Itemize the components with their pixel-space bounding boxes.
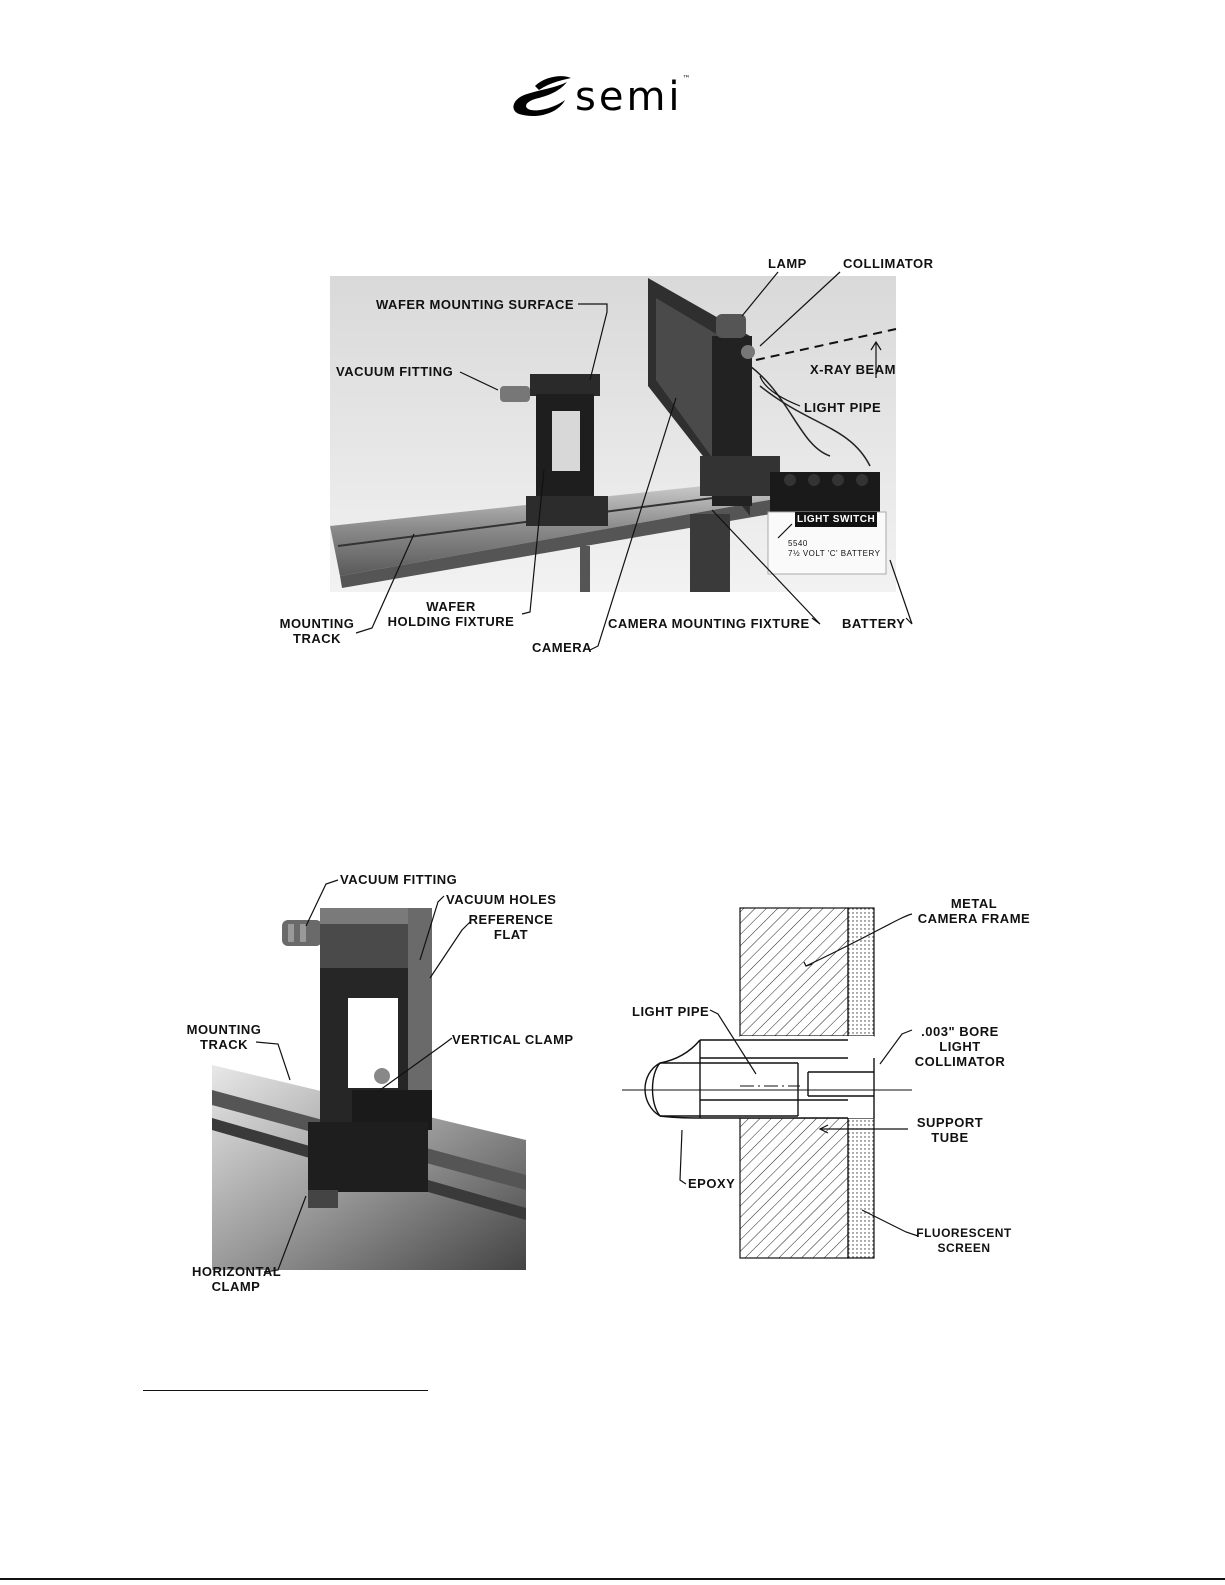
logo-trademark: ™ [682, 74, 694, 83]
fixture-mounting-line1: MOUNTING [186, 1022, 262, 1037]
page-bottom-border [0, 1578, 1225, 1580]
horizontal-clamp-line2: CLAMP [211, 1279, 261, 1294]
camera-mounting-fixture-label: CAMERA MOUNTING FIXTURE [608, 616, 810, 631]
vacuum-holes-label: VACUUM HOLES [446, 892, 557, 907]
fixture-photo [212, 890, 526, 1270]
mounting-track-label: MOUNTING TRACK [276, 616, 358, 646]
metal-camera-frame-line2: CAMERA FRAME [917, 911, 1031, 926]
horizontal-clamp-label: HORIZONTAL CLAMP [192, 1264, 282, 1294]
vacuum-fitting-label: VACUUM FITTING [336, 364, 454, 379]
camera-label: CAMERA [532, 640, 593, 655]
horizontal-clamp-line1: HORIZONTAL [192, 1264, 282, 1279]
bore-line1: .003" BORE [921, 1024, 999, 1039]
light-pipe-label: LIGHT PIPE [804, 400, 882, 415]
battery-label: BATTERY [842, 616, 906, 631]
bore-line2: LIGHT [939, 1039, 981, 1054]
support-tube-line1: SUPPORT [916, 1115, 984, 1130]
fixture-vacuum-fitting-label: VACUUM FITTING [340, 872, 458, 887]
mounting-track-label-line1: MOUNTING [279, 616, 355, 631]
reference-flat-line1: REFERENCE [468, 912, 554, 927]
collimator-label: COLLIMATOR [843, 256, 934, 271]
wafer-holding-label-line1: WAFER [426, 599, 476, 614]
section-light-pipe-label: LIGHT PIPE [632, 1004, 710, 1019]
fixture-mounting-line2: TRACK [200, 1037, 248, 1052]
light-switch-label: LIGHT SWITCH [795, 512, 878, 527]
semi-swoosh-icon [513, 76, 571, 117]
wafer-mounting-surface-label: WAFER MOUNTING SURFACE [376, 297, 575, 312]
bore-collimator-label: .003" BORE LIGHT COLLIMATOR [904, 1024, 1016, 1069]
fluorescent-line2: SCREEN [937, 1241, 991, 1255]
support-tube-line2: TUBE [931, 1130, 969, 1145]
fixture-mounting-track-label: MOUNTING TRACK [184, 1022, 264, 1052]
reference-flat-label: REFERENCE FLAT [466, 912, 556, 942]
xray-beam-label: X-RAY BEAM [810, 362, 896, 377]
figure1-callout-lines [355, 271, 913, 651]
reference-flat-line2: FLAT [493, 927, 529, 942]
footnote-rule [143, 1390, 428, 1391]
metal-camera-frame-label: METAL CAMERA FRAME [912, 896, 1036, 926]
battery-model-label: 5540 [788, 539, 808, 548]
semi-logo: semi™ [505, 72, 715, 122]
vertical-clamp-label: VERTICAL CLAMP [452, 1032, 574, 1047]
lamp-label: LAMP [768, 256, 807, 271]
wafer-holding-fixture-label: WAFER HOLDING FIXTURE [380, 599, 522, 629]
apparatus-photo: LIGHT SWITCH 5540 7½ VOLT 'C' BATTERY [330, 276, 896, 592]
support-tube-label: SUPPORT TUBE [906, 1115, 994, 1145]
bore-line3: COLLIMATOR [914, 1054, 1006, 1069]
fluorescent-screen-label: FLUORESCENT SCREEN [914, 1226, 1014, 1256]
logo-text: semi [575, 74, 683, 120]
metal-camera-frame-line1: METAL [950, 896, 998, 911]
wafer-holding-label-line2: HOLDING FIXTURE [387, 614, 515, 629]
mounting-track-label-line2: TRACK [293, 631, 341, 646]
epoxy-label: EPOXY [688, 1176, 736, 1191]
battery-spec-label: 7½ VOLT 'C' BATTERY [788, 549, 881, 558]
fluorescent-line1: FLUORESCENT [916, 1226, 1012, 1240]
